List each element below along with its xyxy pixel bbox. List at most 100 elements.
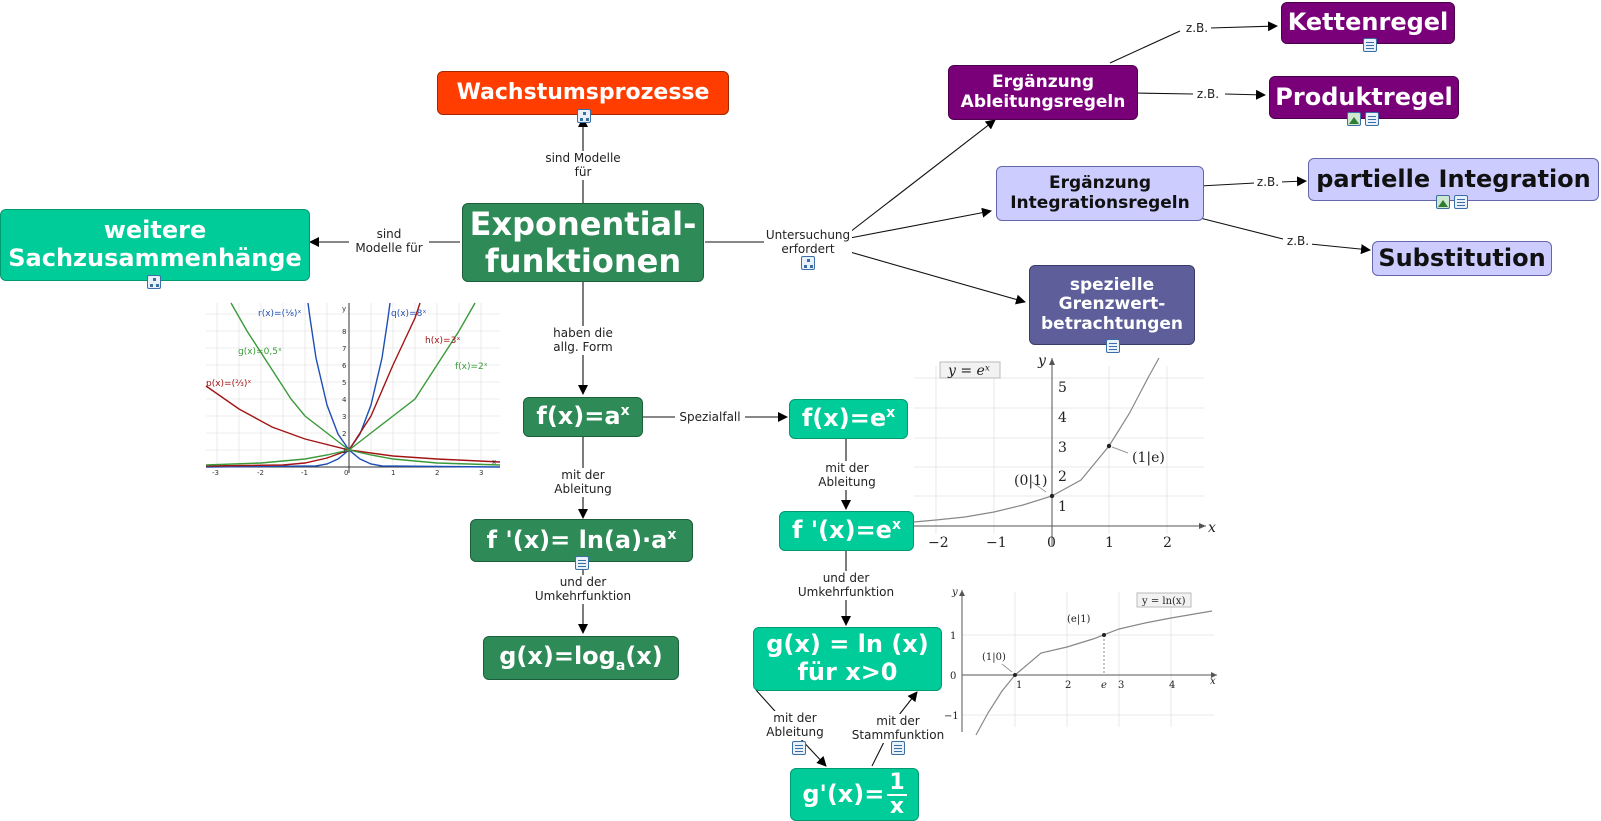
label-zb-substitution: z.B.: [1284, 234, 1312, 249]
y-axis-label: y: [1037, 353, 1047, 369]
x-tick: 2: [1163, 535, 1172, 551]
label-zb-partiell: z.B.: [1254, 175, 1282, 190]
node-f-ax[interactable]: f(x)=ax: [523, 397, 643, 437]
link-unters-int: [849, 207, 992, 239]
curve-r: [307, 302, 501, 468]
x-tick: 1: [391, 469, 395, 477]
document-icon[interactable]: [1106, 339, 1120, 353]
image-icon[interactable]: [1436, 195, 1450, 209]
node-ergaenzung-integrationsregeln[interactable]: Ergänzung Integrationsregeln: [996, 166, 1204, 221]
node-g-ln[interactable]: g(x) = ln (x) für x>0: [753, 627, 942, 691]
node-partielle-integration[interactable]: partielle Integration: [1308, 158, 1599, 201]
fa-text: f(x)=a: [536, 402, 621, 431]
link-int-partiell-2: [1279, 176, 1307, 187]
label-haben-die-form: haben die allg. Form: [545, 326, 621, 355]
label-mit-der-ableitung-3: mit der Ableitung: [762, 711, 828, 740]
curve-f: [205, 302, 476, 466]
x-tick: 3: [1118, 680, 1124, 691]
x-tick: 3: [479, 469, 483, 477]
x-tick: 4: [1169, 680, 1175, 691]
y-tick: 4: [1058, 410, 1067, 426]
node-f-prime-ax[interactable]: f '(x)= ln(a)·ax: [470, 519, 693, 562]
link-unters-grenz: [849, 251, 1026, 305]
label-h: h(x)=3ˣ: [425, 336, 460, 346]
x-axis-label: x: [1208, 520, 1216, 536]
link-int-subst: [1199, 217, 1284, 240]
document-icon[interactable]: [1454, 195, 1468, 209]
label-und-der-umkehrfunktion-2: und der Umkehrfunktion: [791, 571, 901, 600]
label-sind-modelle-fuer-top: sind Modelle für: [540, 151, 626, 180]
y-tick: 0: [950, 671, 956, 682]
label-p: p(x)=(⅔)ˣ: [206, 379, 251, 389]
point-label: (0|1): [1014, 473, 1047, 489]
node-g-log[interactable]: g(x)=loga(x): [483, 636, 679, 680]
fe-text: f(x)=e: [801, 404, 887, 433]
fraction: 1 x: [887, 769, 907, 819]
node-weitere-sachzusammenhaenge[interactable]: weitere Sachzusammenhänge: [0, 209, 310, 281]
y-tick: 3: [342, 413, 346, 421]
graph-exponential-family: r(x)=(⅛)ˣ q(x)=8ˣ g(x)=0,5ˣ h(x)=3ˣ p(x)…: [205, 302, 501, 477]
x-tick: -2: [257, 469, 264, 477]
point-label: (1|e): [1132, 450, 1165, 466]
image-icon[interactable]: [1347, 112, 1361, 126]
link-int-partiell: [1199, 182, 1256, 187]
label-sind-modelle-fuer-left: sind Modelle für: [349, 227, 429, 256]
node-g-prime[interactable]: g'(x)= 1 x: [790, 768, 919, 821]
submap-icon[interactable]: [147, 275, 161, 289]
x-tick: −1: [986, 535, 1007, 551]
y-tick: 5: [342, 379, 346, 387]
document-icon[interactable]: [1365, 112, 1379, 126]
curve-p: [205, 385, 501, 463]
node-f-prime-ex[interactable]: f '(x)=ex: [779, 511, 914, 551]
label-mit-der-ableitung-1: mit der Ableitung: [549, 468, 617, 497]
node-produktregel[interactable]: Produktregel: [1269, 76, 1459, 119]
fprime-e-exponent: x: [891, 517, 901, 534]
x-tick: 2: [1065, 680, 1071, 691]
y-tick: −1: [944, 711, 959, 722]
link-int-subst-2: [1309, 243, 1371, 255]
graph-title: y = eˣ: [947, 363, 990, 379]
ln-curve: [975, 610, 1213, 736]
x-tick: 0: [1047, 535, 1056, 551]
document-icon[interactable]: [1363, 38, 1377, 52]
node-substitution[interactable]: Substitution: [1372, 241, 1552, 276]
submap-icon[interactable]: [577, 109, 591, 123]
glog-tail: (x): [625, 641, 663, 670]
x-tick: 1: [1105, 535, 1114, 551]
node-grenzwertbetrachtungen[interactable]: spezielle Grenzwert- betrachtungen: [1029, 265, 1195, 345]
link-abl-ketten-2: [1209, 21, 1278, 32]
node-exponentialfunktionen[interactable]: Exponential- funktionen: [462, 203, 704, 282]
y-tick: 4: [342, 396, 347, 404]
document-icon[interactable]: [891, 741, 905, 755]
document-icon[interactable]: [575, 556, 589, 570]
fprime-e-text: f '(x)=e: [792, 516, 892, 545]
point-label: (1|0): [982, 652, 1006, 663]
submap-icon[interactable]: [801, 256, 815, 270]
y-axis-label: y: [951, 587, 958, 598]
label-spezialfall: Spezialfall: [675, 410, 745, 425]
x-tick: 0: [344, 469, 348, 477]
y-axis-label: y: [342, 305, 346, 313]
label-und-der-umkehrfunktion-1: und der Umkehrfunktion: [528, 575, 638, 604]
point-label: (e|1): [1067, 614, 1091, 625]
y-tick: 1: [950, 631, 956, 642]
y-tick: 2: [342, 430, 346, 438]
document-icon[interactable]: [792, 741, 806, 755]
y-tick: 6: [342, 362, 347, 370]
graph-e-x: y = eˣ (0|1) (1|e) −2 −1 0 1 2 x 1 2 3 4…: [913, 353, 1220, 556]
label-mit-der-stammfunktion: mit der Stammfunktion: [850, 714, 946, 743]
y-tick: 5: [1058, 380, 1067, 396]
y-tick: 1: [342, 447, 346, 455]
y-tick: 8: [342, 328, 346, 336]
label-zb-ketten: z.B.: [1183, 21, 1211, 36]
curve-g: [230, 302, 501, 466]
label-q: q(x)=8ˣ: [391, 309, 426, 319]
glog-base: a: [615, 657, 626, 674]
node-ergaenzung-ableitungsregeln[interactable]: Ergänzung Ableitungsregeln: [948, 65, 1138, 120]
glog-text: g(x)=log: [499, 641, 616, 670]
link-unters-abl: [849, 119, 996, 233]
y-tick: 7: [342, 345, 346, 353]
exp-curve: [913, 357, 1160, 523]
node-wachstumsprozesse[interactable]: Wachstumsprozesse: [437, 71, 729, 115]
node-f-ex[interactable]: f(x)=ex: [789, 399, 908, 439]
